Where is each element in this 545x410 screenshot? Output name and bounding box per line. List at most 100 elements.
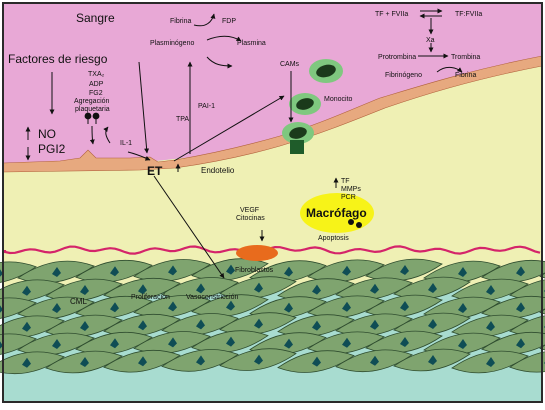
cell-nucleus (226, 300, 235, 311)
label-trombina: Trombina (451, 54, 480, 61)
cell-nucleus (516, 338, 525, 349)
cell-nucleus (312, 284, 321, 295)
cell-nucleus (196, 283, 205, 294)
cell-nucleus (342, 265, 351, 276)
label-protrombina: Protrombina (378, 54, 416, 61)
smooth-muscle-cells (0, 258, 545, 374)
cell-nucleus (0, 269, 3, 277)
title-sangre: Sangre (76, 11, 115, 25)
intima-layer (3, 60, 542, 293)
cell-nucleus (370, 319, 379, 330)
label-plasminogeno: Plasminógeno (150, 40, 194, 47)
cell-nucleus (110, 266, 119, 277)
label-plasmina: Plasmina (237, 40, 266, 47)
cell-nucleus (254, 354, 263, 365)
cell-nucleus (486, 321, 495, 331)
cell-nucleus (428, 319, 437, 329)
label-citocinas: Citocinas (236, 215, 265, 222)
label-adp: ADP (89, 81, 104, 88)
cell-nucleus (52, 339, 61, 349)
cell-nucleus (458, 339, 467, 349)
cell-nucleus (312, 320, 321, 331)
cell-nucleus (226, 264, 235, 275)
cell-nucleus (400, 265, 409, 275)
label-txa2: TXA₂ (88, 71, 105, 78)
platelet-icon (84, 112, 100, 124)
smooth-muscle-cell (0, 351, 65, 374)
cell-nucleus (486, 357, 495, 367)
label-tf: TF (341, 178, 350, 185)
label-factores-riesgo: Factores de riesgo (8, 52, 108, 66)
cell-nucleus (254, 282, 263, 293)
cell-nucleus (168, 301, 177, 312)
label-macrofago: Macrófago (306, 206, 367, 220)
label-tf-fviia: TF + FVIIa (375, 11, 408, 18)
cell-nucleus (458, 267, 467, 277)
label-fibrina: Fibrina (455, 72, 477, 79)
cell-nucleus (516, 266, 525, 277)
cell-nucleus (226, 336, 235, 347)
cell-nucleus (22, 285, 31, 296)
label-cml: CML (70, 297, 87, 306)
cell-nucleus (80, 285, 89, 295)
cell-nucleus (342, 301, 351, 312)
cell-nucleus (400, 337, 409, 347)
label-fibrina-top: Fibrina (170, 18, 192, 25)
label-pcr: PCR (341, 194, 356, 201)
label-pai1: PAI-1 (198, 103, 215, 110)
label-agregacion: Agregación (74, 98, 110, 105)
cell-nucleus (284, 302, 293, 313)
cell-nucleus (196, 319, 205, 330)
cell-nucleus (428, 283, 437, 293)
label-tpa: TPA (176, 116, 189, 123)
label-pgi2: PGI2 (38, 142, 66, 156)
label-proliferacion: Proliferación (131, 294, 170, 301)
blood-lumen (3, 3, 542, 170)
label-fdp: FDP (222, 18, 236, 25)
cell-nucleus (138, 356, 147, 367)
cell-nucleus (22, 321, 31, 332)
cell-nucleus (0, 305, 3, 313)
cell-nucleus (428, 355, 437, 365)
cell-nucleus (22, 357, 31, 368)
cell-nucleus (196, 355, 205, 366)
cell-nucleus (168, 337, 177, 348)
cell-nucleus (168, 265, 177, 276)
cell-nucleus (400, 301, 409, 311)
endothelium-band (2, 55, 543, 173)
cell-nucleus (138, 284, 147, 295)
cell-nucleus (486, 285, 495, 295)
label-fg2: FG2 (89, 90, 103, 97)
label-monocito: Monocito (324, 96, 353, 103)
monocyte-cells (282, 59, 343, 154)
label-endotelio: Endotelio (201, 166, 235, 175)
cell-nucleus (52, 303, 61, 313)
label-vasoconstriccion: Vasoconstricción (186, 294, 239, 301)
label-il1: IL-1 (120, 140, 132, 147)
label-mmps: MMPs (341, 186, 361, 193)
label-cams: CAMs (280, 61, 300, 68)
fibroblast-cell (236, 245, 278, 261)
smooth-muscle-cell (0, 333, 37, 355)
label-et: ET (147, 164, 163, 178)
label-fibrinogeno: Fibrinógeno (385, 72, 422, 79)
cell-nucleus (516, 302, 525, 313)
macrophage-cell (300, 193, 374, 233)
smooth-muscle-cell (0, 297, 37, 319)
cell-nucleus (138, 320, 147, 331)
cell-nucleus (52, 267, 61, 277)
pathway-arrows (25, 8, 463, 279)
label-vegf: VEGF (240, 207, 259, 214)
cell-nucleus (80, 357, 89, 367)
cell-nucleus (254, 318, 263, 329)
cell-nucleus (312, 356, 321, 367)
label-apoptosis: Apoptosis (318, 235, 349, 242)
cell-nucleus (80, 321, 89, 331)
smooth-muscle-cell (0, 261, 37, 283)
cell-nucleus (284, 266, 293, 277)
label-tf-fviia-complex: TF:FVIIa (455, 11, 482, 18)
cell-nucleus (110, 302, 119, 313)
diagram-border (2, 2, 543, 403)
